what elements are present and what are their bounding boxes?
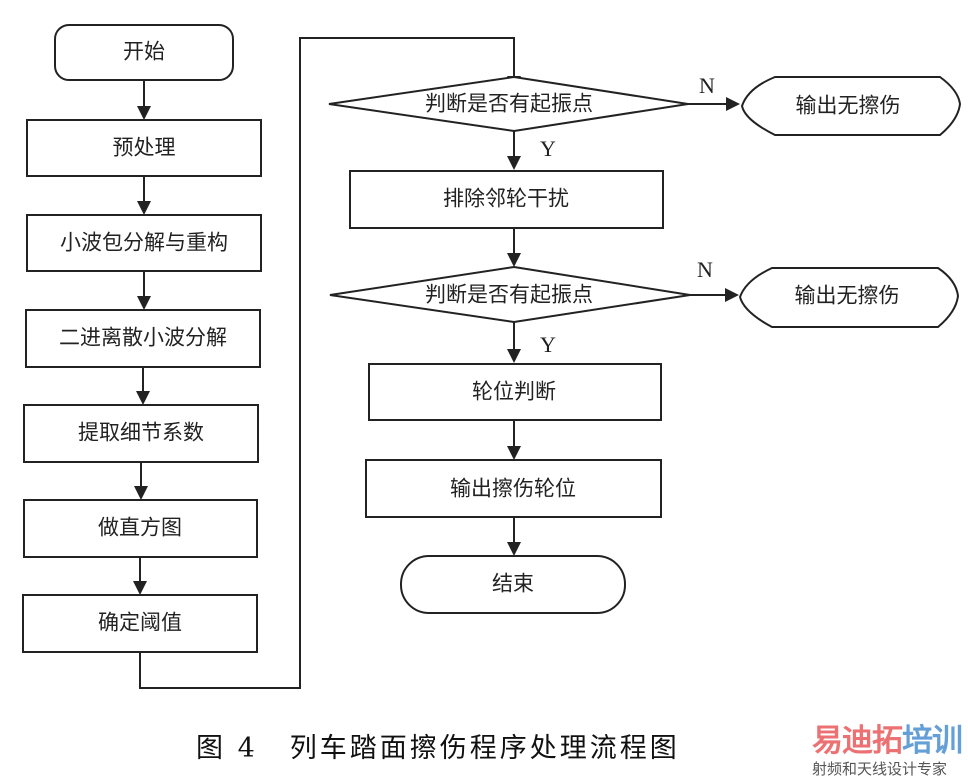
- step-histogram: 做直方图: [23, 499, 258, 558]
- output-no-damage-1: 输出无擦伤: [740, 76, 962, 136]
- edge-threshold-to-decision-1: [139, 37, 521, 689]
- watermark-tagline: 射频和天线设计专家: [812, 760, 948, 778]
- step-label: 预处理: [113, 136, 176, 160]
- figure-title: 列车踏面擦伤程序处理流程图: [289, 733, 680, 764]
- step-label: 二进离散小波分解: [59, 326, 227, 350]
- no-label-1: N: [699, 73, 715, 98]
- decision-label: 判断是否有起振点: [425, 283, 593, 307]
- watermark-brand: 易迪拓培训: [812, 724, 968, 758]
- step-wavelet-packet: 小波包分解与重构: [26, 214, 262, 272]
- decision-label: 判断是否有起振点: [425, 92, 593, 116]
- watermark: 易迪拓培训 射频和天线设计专家: [812, 724, 968, 779]
- step-preprocess: 预处理: [26, 119, 262, 177]
- step-label: 确定阈值: [98, 611, 182, 635]
- process-label: 输出擦伤轮位: [450, 477, 576, 501]
- yes-label-2: Y: [540, 332, 556, 357]
- process-exclude-adjacent-wheel: 排除邻轮干扰: [349, 170, 664, 229]
- step-label: 提取细节系数: [78, 421, 204, 445]
- process-wheel-position: 轮位判断: [368, 363, 662, 421]
- step-label: 做直方图: [98, 516, 182, 540]
- process-label: 轮位判断: [472, 380, 556, 404]
- yes-label-1: Y: [540, 136, 556, 161]
- output-label: 输出无擦伤: [795, 284, 900, 308]
- figure-number: 图 4: [196, 733, 258, 764]
- start-node: 开始: [54, 24, 234, 81]
- step-threshold: 确定阈值: [22, 594, 258, 653]
- decision-2: 判断是否有起振点: [329, 265, 691, 324]
- watermark-brand-part1: 易迪拓: [812, 723, 903, 759]
- start-label: 开始: [123, 40, 165, 64]
- output-label: 输出无擦伤: [796, 94, 901, 118]
- end-node: 结束: [400, 555, 626, 614]
- watermark-brand-part2: 培训: [902, 723, 963, 759]
- step-label: 小波包分解与重构: [60, 231, 228, 255]
- process-label: 排除邻轮干扰: [443, 187, 569, 211]
- output-no-damage-2: 输出无擦伤: [738, 267, 960, 328]
- step-dyadic-wavelet: 二进离散小波分解: [25, 309, 261, 368]
- step-detail-coefficients: 提取细节系数: [23, 404, 259, 463]
- process-output-damaged-wheel: 输出擦伤轮位: [365, 459, 662, 518]
- decision-1: 判断是否有起振点: [328, 75, 689, 133]
- figure-caption: 图 4 列车踏面擦伤程序处理流程图: [196, 726, 680, 765]
- no-label-2: N: [697, 257, 713, 282]
- end-label: 结束: [492, 572, 534, 596]
